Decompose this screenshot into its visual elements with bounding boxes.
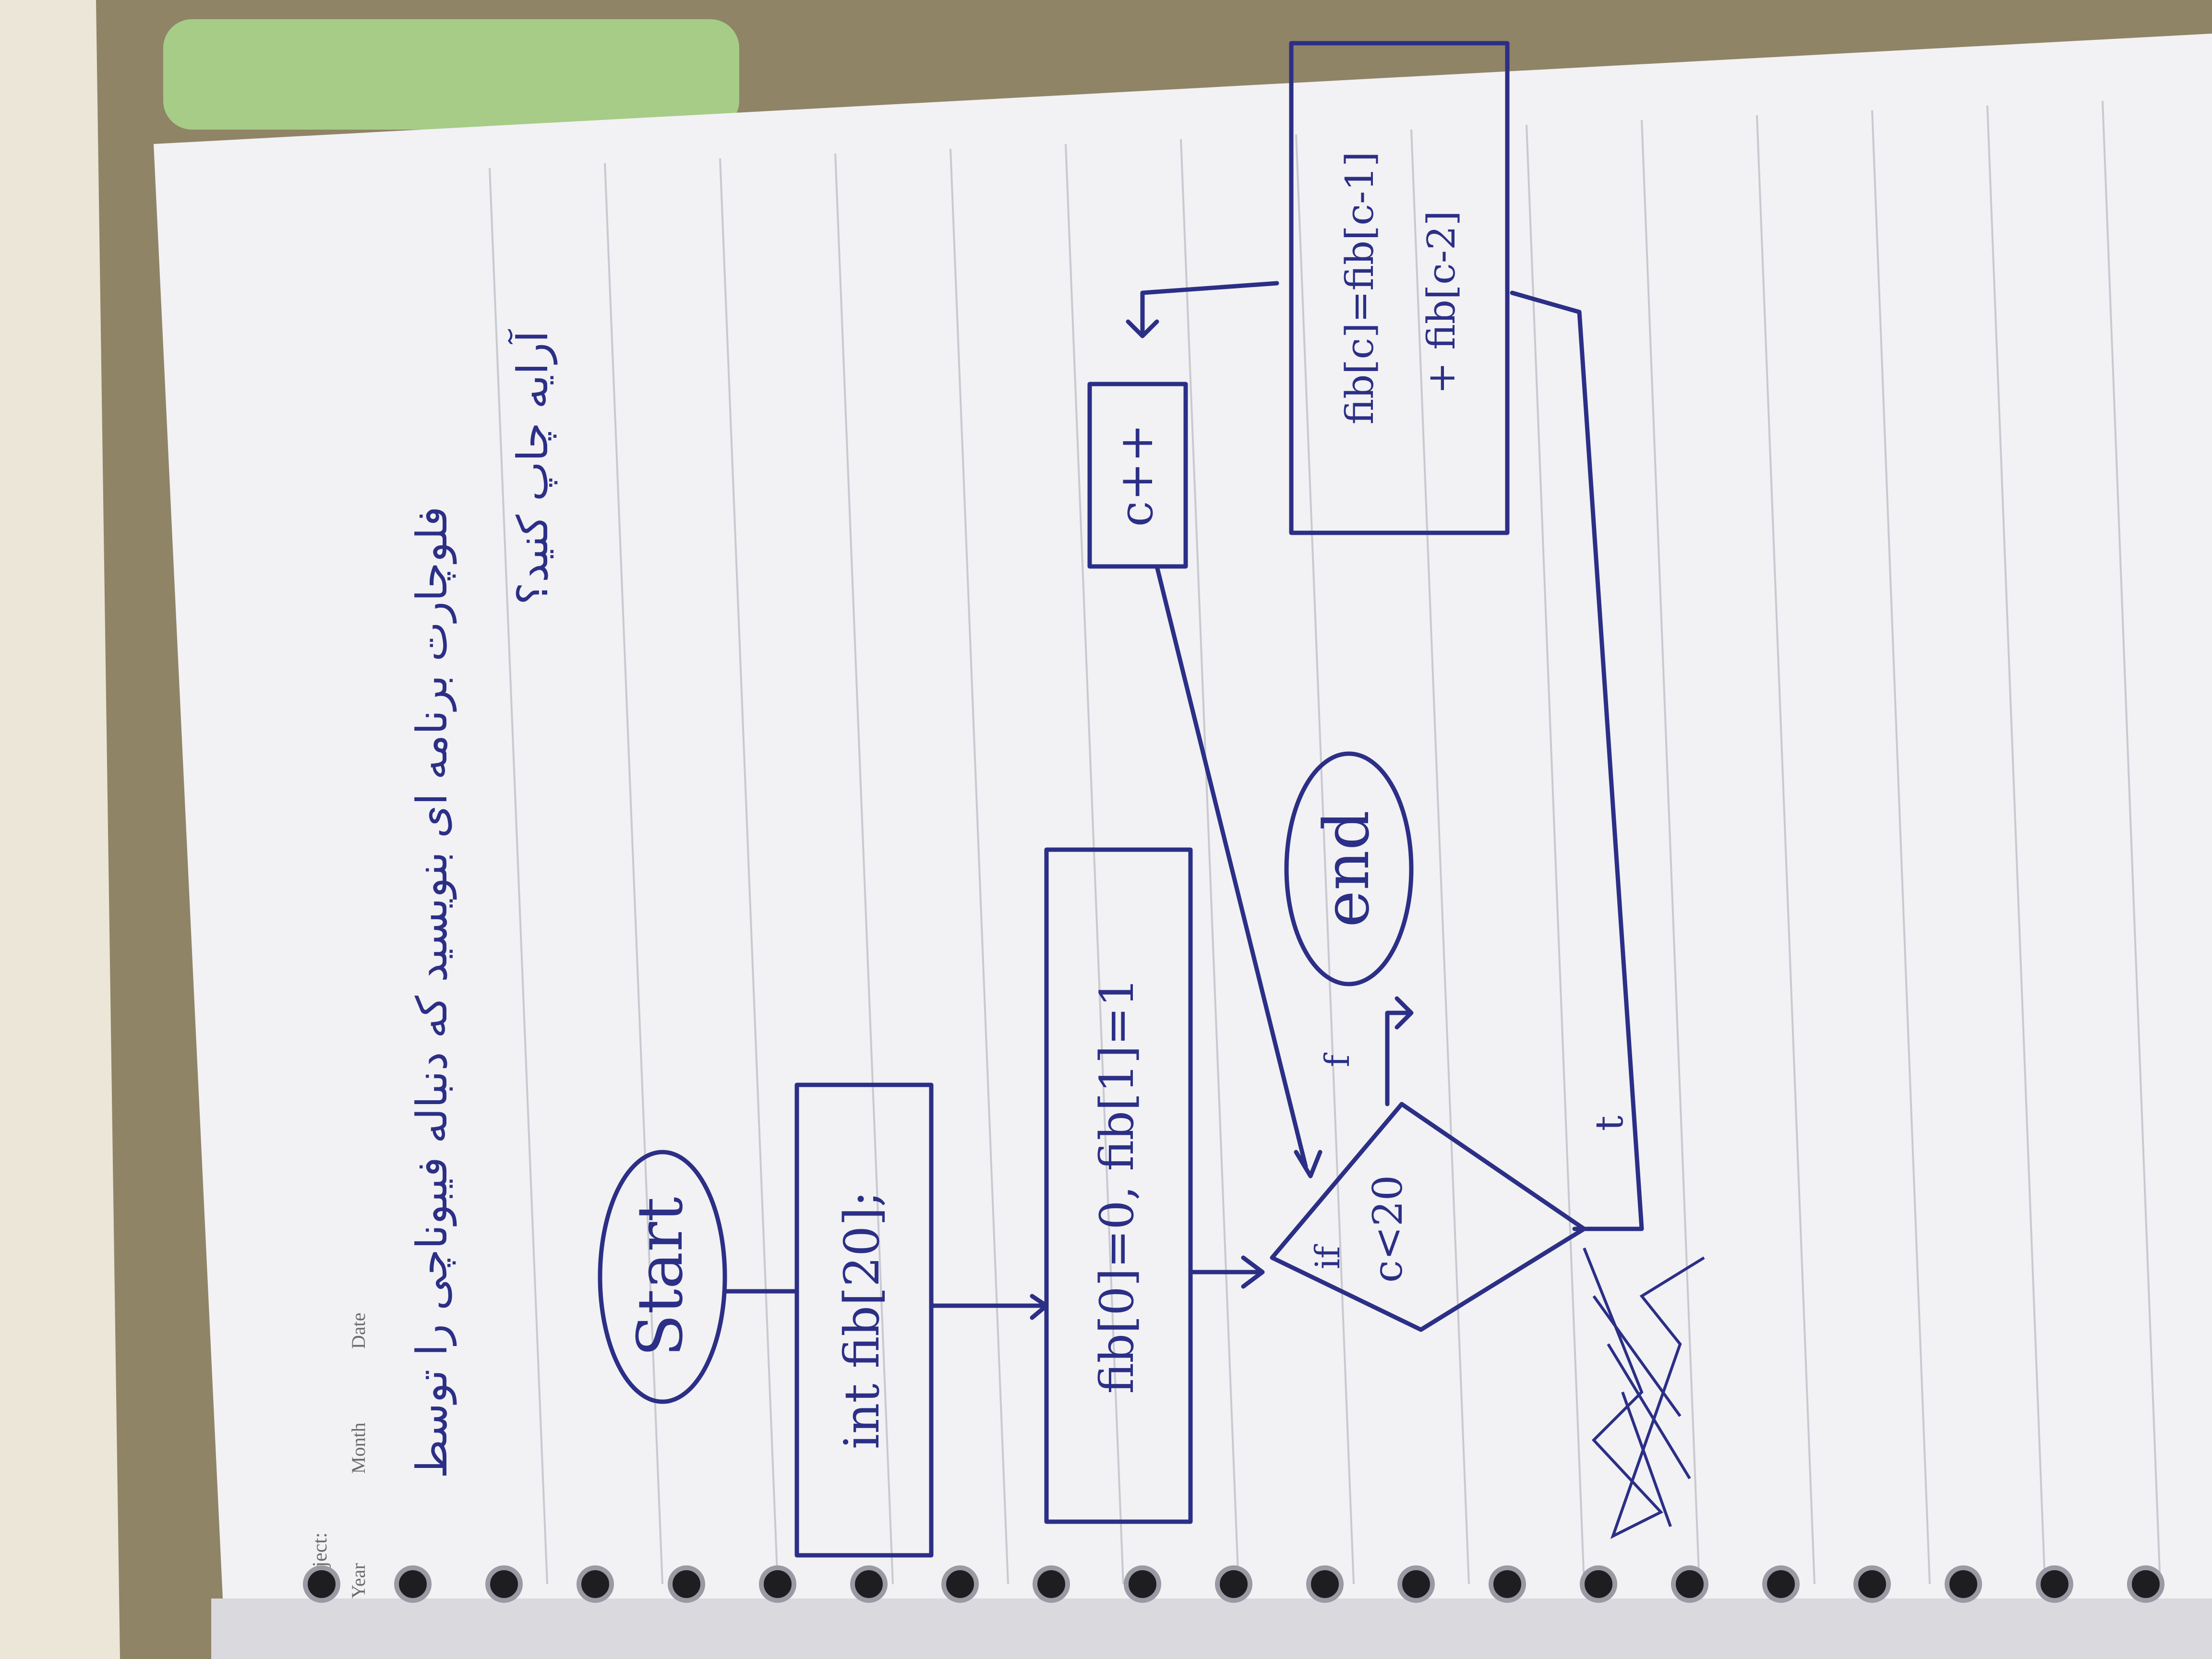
declare-label: int fib[20];	[834, 1191, 890, 1449]
year-label: Year	[348, 1563, 369, 1599]
arrow-init-decision	[1188, 1255, 1265, 1289]
question-line-1: فلوچارت برنامه ای بنویسید که دنباله فیبو…	[407, 506, 457, 1479]
declare-box	[794, 1082, 934, 1558]
scribble	[1583, 1247, 1705, 1539]
start-label: Start	[624, 1197, 697, 1357]
question-line-2: آرایه چاپ کنید؟	[507, 329, 558, 605]
month-label: Month	[348, 1422, 369, 1474]
decision-cond-label: c<20	[1364, 1175, 1411, 1283]
compute-label-1: fib[c]=fib[c-1]	[1337, 152, 1382, 425]
true-branch-label: t	[1587, 1116, 1632, 1131]
init-label: fib[0]=0, fib[1]=1	[1090, 978, 1144, 1394]
decision-if-label: if	[1308, 1244, 1347, 1269]
arrow-true-compute	[1510, 290, 1644, 1231]
init-box	[1044, 847, 1193, 1524]
end-label: end	[1310, 810, 1383, 927]
flowchart	[598, 41, 1644, 1558]
increment-label: c++	[1109, 424, 1163, 527]
arrow-declare-init	[929, 1294, 1049, 1320]
compute-box	[1289, 41, 1510, 535]
arrow-false-end	[1385, 996, 1414, 1106]
notebook-page	[154, 34, 2212, 1659]
spiral-binding	[211, 1565, 2212, 1659]
start-terminal	[598, 1150, 727, 1404]
date-label: Date	[348, 1312, 369, 1349]
increment-box	[1087, 382, 1188, 569]
green-cover-flap	[163, 19, 739, 130]
end-terminal	[1284, 751, 1414, 986]
ruled-lines	[489, 100, 2161, 1585]
arrow-increment-decision	[1154, 564, 1322, 1178]
false-branch-label: f	[1318, 1052, 1357, 1067]
question-2: آرایه چاپ کنید؟	[507, 329, 558, 605]
arrow-compute-increment	[1126, 281, 1279, 338]
question: فلوچارت برنامه ای بنویسید که دنباله فیبو…	[407, 506, 457, 1479]
compute-label-2: + fib[c-2]	[1419, 211, 1464, 394]
